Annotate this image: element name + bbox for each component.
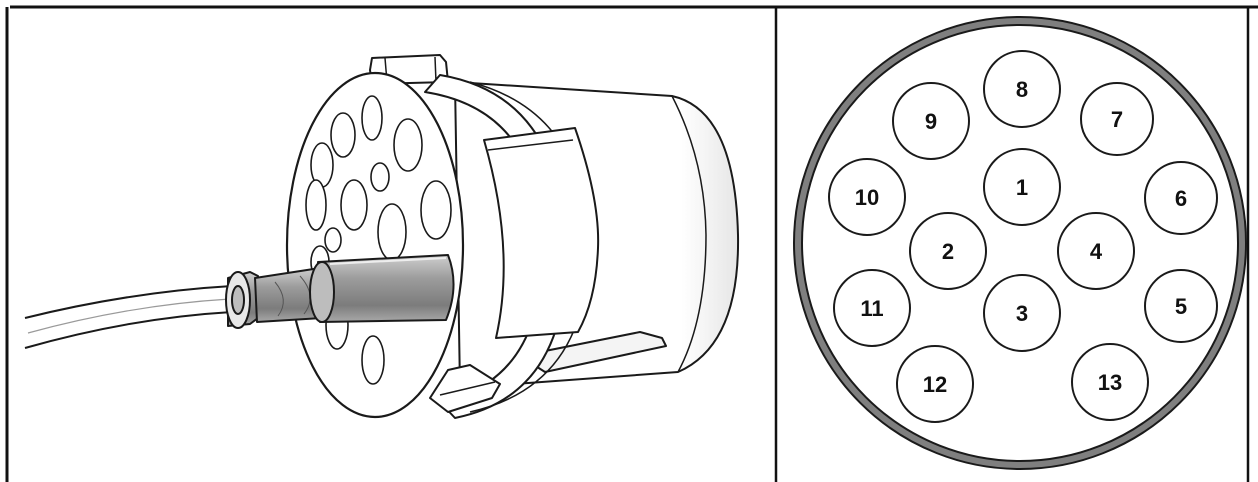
- pin-10: 10: [828, 158, 906, 236]
- connector-illustration: [24, 54, 740, 419]
- pin-2-label: 2: [942, 239, 954, 264]
- pin-3-label: 3: [1016, 301, 1028, 326]
- pin-13-label: 13: [1098, 370, 1122, 395]
- pin-5-socket: [1144, 269, 1218, 343]
- probe-cable: [24, 285, 233, 319]
- pin-7-label: 7: [1111, 107, 1123, 132]
- pin-8-label: 8: [1016, 77, 1028, 102]
- pin-4: 4: [1057, 212, 1135, 290]
- pin-2-socket: [909, 212, 987, 290]
- pin-7-socket: [1080, 82, 1154, 156]
- face-sockets: [305, 95, 452, 385]
- pin-3: 3: [983, 274, 1061, 352]
- pin-1-label: 1: [1016, 175, 1028, 200]
- probe-tip: [317, 254, 455, 323]
- pin-3-socket: [983, 274, 1061, 352]
- pin-2: 2: [909, 212, 987, 290]
- pin-10-socket: [828, 158, 906, 236]
- pin-8-socket: [983, 50, 1061, 128]
- pin-13: 13: [1071, 343, 1149, 421]
- figure-frame: [5, 5, 1258, 482]
- pin-5-label: 5: [1175, 294, 1187, 319]
- pin-9-label: 9: [925, 109, 937, 134]
- pin-6-label: 6: [1175, 186, 1187, 211]
- pin-11: 11: [833, 269, 911, 347]
- pin-7: 7: [1080, 82, 1154, 156]
- pin-4-socket: [1057, 212, 1135, 290]
- pin-1: 1: [983, 148, 1061, 226]
- pin-1-socket: [983, 148, 1061, 226]
- pin-12-label: 12: [923, 372, 947, 397]
- pin-8: 8: [983, 50, 1061, 128]
- pin-11-socket: [833, 269, 911, 347]
- pin-5: 5: [1144, 269, 1218, 343]
- pin-10-label: 10: [855, 185, 879, 210]
- pin-6-socket: [1144, 161, 1218, 235]
- pin-6: 6: [1144, 161, 1218, 235]
- pin-9-socket: [892, 82, 970, 160]
- pin-12-socket: [896, 345, 974, 423]
- pin-4-label: 4: [1090, 239, 1103, 264]
- locking-tab: [483, 127, 600, 339]
- pin-9: 9: [892, 82, 970, 160]
- pin-11-label: 11: [860, 296, 883, 321]
- pin-12: 12: [896, 345, 974, 423]
- pin-13-socket: [1071, 343, 1149, 421]
